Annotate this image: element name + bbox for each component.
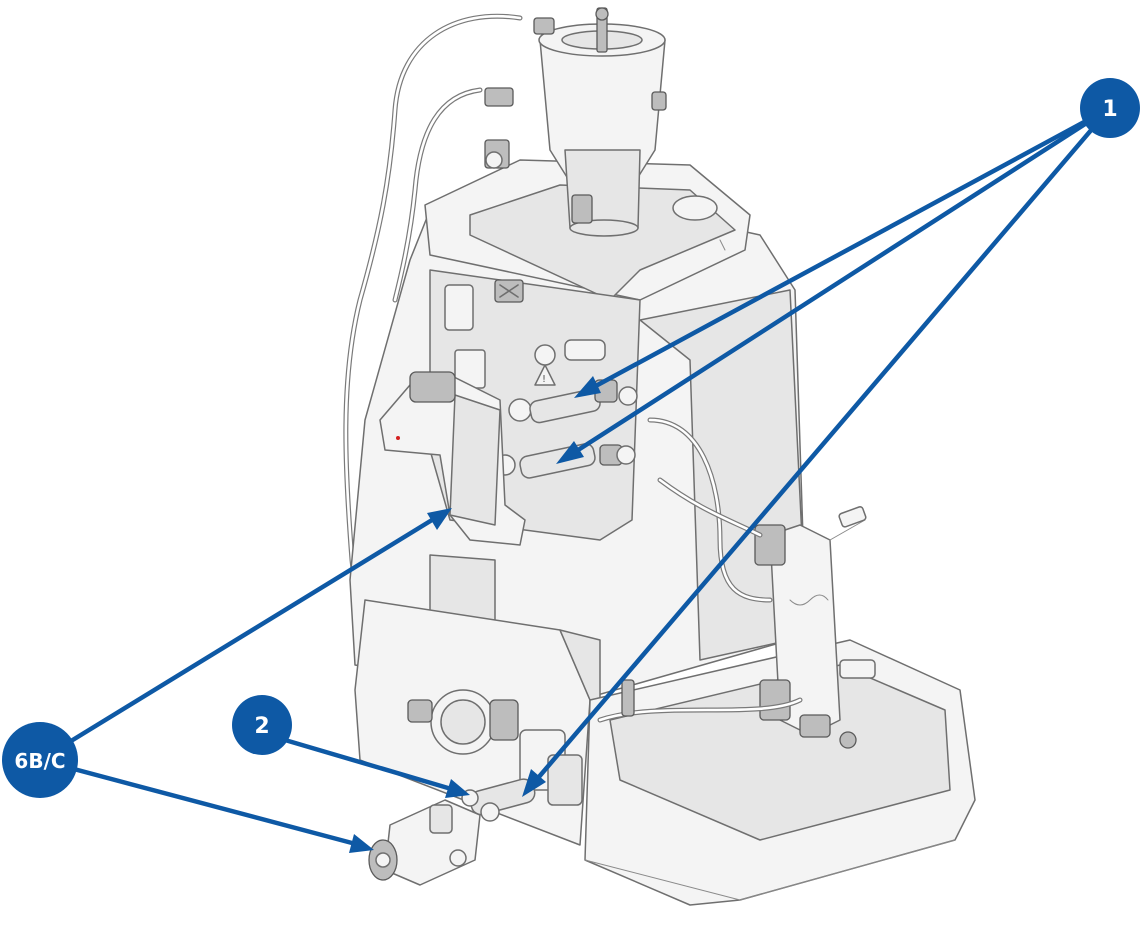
callout-6bc-label: 6B/C <box>14 749 65 773</box>
callout-2-label: 2 <box>254 714 269 739</box>
callout-2-badge <box>232 695 292 755</box>
arrow-2 <box>282 737 451 791</box>
panel-connectors <box>485 339 638 500</box>
arrow-1-b-head <box>556 441 584 464</box>
callout-6bc-badge <box>2 722 78 798</box>
arrow-6bc-b <box>37 757 355 846</box>
arrow-6bc-a <box>37 517 435 763</box>
callout-1-badge <box>1080 78 1140 138</box>
arrow-6bc-a-head <box>427 508 452 530</box>
arrow-1-a <box>589 105 1113 391</box>
callout-1-label: 1 <box>1102 97 1117 122</box>
svg-text:!: ! <box>542 374 546 385</box>
arrow-1-c-head <box>522 769 546 797</box>
callout-1: 1 <box>1080 78 1140 138</box>
callout-arrows <box>37 105 1113 853</box>
arrow-2-head <box>445 779 470 798</box>
machine-illustration: ! <box>343 7 976 906</box>
arrow-1-a-head <box>574 376 601 398</box>
callout-6bc: 6B/C <box>2 722 78 798</box>
arrow-1-b <box>572 105 1113 455</box>
arrow-6bc-b-head <box>349 834 374 853</box>
callout-2: 2 <box>232 695 292 755</box>
arrow-1-c <box>535 105 1113 781</box>
